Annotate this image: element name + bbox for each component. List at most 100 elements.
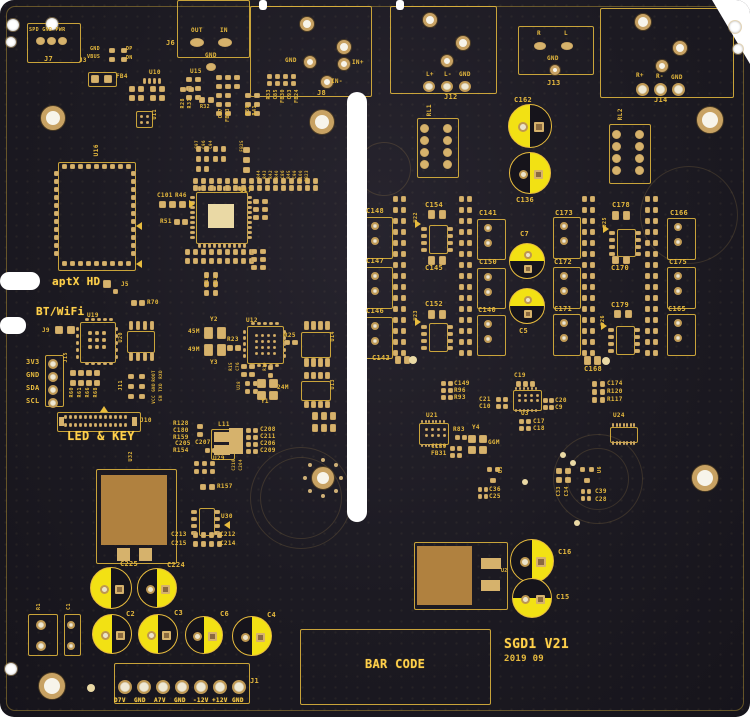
marker bbox=[189, 200, 195, 208]
ladder-pads bbox=[645, 350, 650, 356]
ladder-pads bbox=[196, 146, 201, 152]
ref-c165: C165 bbox=[668, 305, 687, 313]
rl2-pads bbox=[612, 154, 621, 163]
rl1-pads bbox=[443, 136, 452, 145]
ladder-pads bbox=[459, 339, 464, 345]
ladder-pads bbox=[233, 258, 238, 264]
u16-pads-bottom bbox=[78, 261, 83, 266]
c154-pads bbox=[428, 210, 435, 219]
ref-c173: C173 bbox=[555, 209, 574, 217]
connector-j14 bbox=[600, 8, 734, 98]
ic-u20 bbox=[127, 331, 155, 353]
u28-pads bbox=[245, 381, 250, 386]
ref-fb31: FB31 bbox=[431, 450, 447, 457]
r32-pads bbox=[208, 97, 214, 103]
u12-pins-b bbox=[263, 364, 267, 367]
ref-c18: C18 bbox=[533, 425, 545, 432]
cap-c4-pad bbox=[240, 632, 250, 642]
ref-y2: Y2 bbox=[210, 316, 218, 323]
j15-label-3v3: 3V3 bbox=[26, 358, 40, 366]
ladder-pads bbox=[393, 273, 398, 279]
via-ring bbox=[312, 467, 334, 489]
ref-r31: R31 bbox=[187, 98, 193, 109]
ref-l11: L11 bbox=[218, 421, 230, 428]
ladder-pads bbox=[262, 207, 268, 212]
u17-pins-r bbox=[247, 231, 252, 234]
u26-pins-l bbox=[608, 342, 614, 346]
ref-u29: U29 bbox=[213, 455, 225, 462]
ladder-pads bbox=[590, 350, 595, 356]
ref-r61: R61 bbox=[77, 387, 83, 398]
ladder-pads bbox=[265, 178, 270, 184]
c141-pads bbox=[484, 224, 492, 232]
board-date: 2019 09 bbox=[504, 654, 545, 664]
ladder-pads bbox=[225, 102, 231, 107]
c143-pads bbox=[395, 356, 401, 364]
ref-r60: R60 bbox=[69, 387, 75, 398]
u19-dots bbox=[102, 331, 106, 335]
u23-pins-r bbox=[447, 332, 453, 336]
u3-dots bbox=[524, 394, 527, 397]
j14-label-rplus: R+ bbox=[636, 72, 644, 79]
ladder-pads bbox=[233, 249, 238, 255]
ref-r83: R83 bbox=[453, 426, 465, 433]
ladder-pads bbox=[196, 156, 201, 162]
u5-pads bbox=[495, 467, 500, 472]
ref-u32: U32 bbox=[128, 451, 134, 462]
cap-c5-pad bbox=[524, 309, 532, 318]
u16-pads-top bbox=[78, 164, 83, 169]
part-r1 bbox=[28, 614, 58, 656]
u3-pins-b bbox=[515, 409, 517, 412]
u10-pads bbox=[158, 78, 161, 84]
ref-r40: R40 bbox=[274, 170, 279, 179]
marker bbox=[601, 322, 607, 330]
u23-pins-l bbox=[421, 346, 427, 350]
via bbox=[522, 479, 528, 485]
c17-pads bbox=[526, 419, 531, 424]
relay-rl2 bbox=[609, 124, 651, 184]
ref-j10: J10 bbox=[140, 417, 152, 424]
r15-pads bbox=[241, 364, 247, 369]
via bbox=[333, 488, 338, 493]
rnet-pads bbox=[86, 380, 92, 386]
r70-pads bbox=[131, 300, 137, 306]
cap-c15 bbox=[512, 578, 552, 618]
part-c166 bbox=[667, 218, 696, 260]
u15-pads bbox=[186, 77, 192, 82]
ladder-pads bbox=[217, 249, 222, 255]
ladder-pads bbox=[467, 306, 472, 312]
u22-pins-r bbox=[447, 234, 453, 238]
u3-dots bbox=[518, 399, 521, 402]
ladder-pads bbox=[260, 249, 266, 254]
ladder-pads bbox=[393, 262, 398, 268]
j14-label-rminus: R- bbox=[656, 73, 664, 80]
j15-label-gnd: GND bbox=[26, 371, 40, 379]
l2-pads bbox=[129, 86, 135, 92]
via bbox=[339, 476, 343, 480]
ladder-pads bbox=[401, 295, 406, 301]
u21-dots bbox=[425, 434, 428, 437]
ladder-pads bbox=[582, 229, 587, 235]
ladder-pads bbox=[582, 339, 587, 345]
led-key-label: LED & KEY bbox=[67, 429, 135, 443]
u26-pins-l bbox=[608, 328, 614, 332]
ref-u24: U24 bbox=[613, 412, 625, 419]
u22-pins-l bbox=[421, 248, 427, 252]
ladder-pads bbox=[582, 273, 587, 279]
ladder-pads bbox=[193, 249, 198, 255]
y4-marking: GGM bbox=[488, 439, 500, 446]
ladder-pads bbox=[582, 240, 587, 246]
ladder-pads bbox=[645, 207, 650, 213]
u16-pads-right bbox=[131, 251, 136, 256]
j8-hole bbox=[337, 40, 351, 54]
u23-pins-r bbox=[447, 325, 453, 329]
r32-pads bbox=[199, 97, 205, 103]
u24-pins-t bbox=[633, 423, 635, 427]
ref-r66: R66 bbox=[85, 387, 91, 398]
u28-pads bbox=[253, 389, 258, 394]
c145-pads bbox=[439, 256, 446, 265]
ref-r68: R68 bbox=[93, 387, 99, 398]
ladder-pads bbox=[582, 317, 587, 323]
c174-pads bbox=[600, 389, 605, 395]
ladder-pads bbox=[645, 328, 650, 334]
